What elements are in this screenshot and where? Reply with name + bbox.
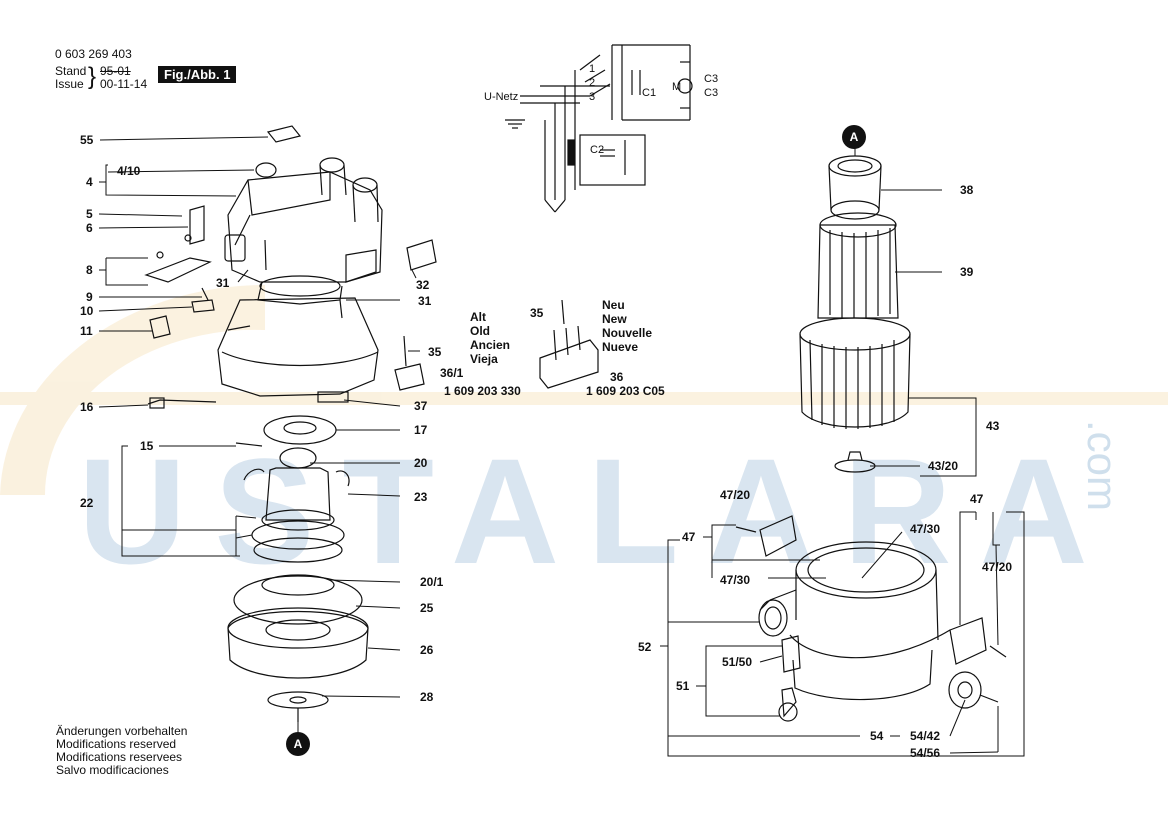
callout-4-10: 4/10	[117, 164, 141, 178]
motor-housing-assembly	[144, 125, 437, 722]
circuit-switch-2: 2	[589, 77, 596, 89]
stand-label: Stand	[55, 64, 87, 78]
callout-36-1: 36/1	[440, 366, 464, 380]
old-text-3: Vieja	[470, 352, 498, 366]
callout-32: 32	[416, 278, 430, 292]
callout-54-56: 54/56	[910, 746, 941, 760]
circuit-u-netz: U-Netz	[484, 91, 519, 103]
callout-47-right: 47	[970, 492, 984, 506]
callout-36: 36	[610, 370, 624, 384]
callout-5: 5	[86, 207, 93, 221]
callout-6: 6	[86, 221, 93, 235]
callout-43: 43	[986, 419, 1000, 433]
callout-31-right: 31	[418, 294, 432, 308]
circuit-motor: M	[672, 81, 682, 93]
brace-glyph: }	[88, 63, 97, 90]
callout-43-20: 43/20	[928, 459, 959, 473]
callout-10: 10	[80, 304, 94, 318]
old-part-number: 1 609 203 330	[444, 384, 521, 398]
new-text-1: New	[602, 312, 627, 326]
old-text-0: Alt	[470, 310, 486, 324]
callout-54-42: 54/42	[910, 729, 941, 743]
callout-31-left: 31	[216, 276, 230, 290]
circuit-c2: C2	[590, 144, 605, 156]
callout-4: 4	[86, 175, 93, 189]
callout-38: 38	[960, 183, 974, 197]
circuit-diagram	[505, 44, 693, 213]
callout-8: 8	[86, 263, 93, 277]
new-text-3: Nueve	[602, 340, 639, 354]
stand-value: 95-01	[100, 64, 131, 78]
footer-line-3: Salvo modificaciones	[56, 763, 169, 777]
callout-52: 52	[638, 640, 652, 654]
callout-9: 9	[86, 290, 93, 304]
callout-20: 20	[414, 456, 428, 470]
callout-54: 54	[870, 729, 884, 743]
circuit-switch-1: 1	[589, 63, 596, 75]
new-text-0: Neu	[602, 298, 625, 312]
issue-value: 00-11-14	[100, 77, 148, 91]
circuit-c1: C1	[642, 87, 657, 99]
callout-51: 51	[676, 679, 690, 693]
connector-a-top: A	[842, 125, 866, 149]
callout-37: 37	[414, 399, 428, 413]
callout-47-20-right: 47/20	[982, 560, 1013, 574]
circuit-c3-bottom: C3	[704, 87, 719, 99]
connector-a-bottom: A	[286, 732, 310, 756]
circuit-c3-top: C3	[704, 73, 719, 85]
callout-47-30-left: 47/30	[720, 573, 751, 587]
figure-label: Fig./Abb. 1	[158, 66, 237, 83]
container-assembly	[735, 155, 1007, 722]
circuit-switch-3: 3	[589, 91, 596, 103]
watermark-arc	[0, 285, 1168, 495]
callout-22: 22	[80, 496, 94, 510]
callout-28: 28	[420, 690, 434, 704]
part-number: 0 603 269 403	[55, 47, 132, 61]
callout-17: 17	[414, 423, 428, 437]
leader-lines	[98, 136, 1025, 757]
callout-47-30-right: 47/30	[910, 522, 941, 536]
old-text-1: Old	[470, 324, 490, 338]
switch-module	[539, 299, 599, 389]
callout-23: 23	[414, 490, 428, 504]
old-text-2: Ancien	[470, 338, 511, 352]
callout-11: 11	[80, 324, 93, 338]
callout-20-1: 20/1	[420, 575, 444, 589]
callout-39: 39	[960, 265, 974, 279]
callout-35-left: 35	[428, 345, 442, 359]
callout-25: 25	[420, 601, 434, 615]
issue-label: Issue	[55, 77, 84, 91]
watermark-text: USTALARA	[78, 427, 1116, 595]
callout-16: 16	[80, 400, 94, 414]
footer-line-1: Modifications reserved	[56, 737, 177, 751]
callout-47-20-left: 47/20	[720, 488, 751, 502]
callout-51-50: 51/50	[722, 655, 753, 669]
callout-35-right: 35	[530, 306, 544, 320]
callout-47-left: 47	[682, 530, 696, 544]
callout-26: 26	[420, 643, 434, 657]
callout-55: 55	[80, 133, 94, 147]
new-part-number: 1 609 203 C05	[586, 384, 665, 398]
footer-line-2: Modifications reservees	[56, 750, 183, 764]
footer-line-0: Änderungen vorbehalten	[56, 724, 188, 738]
callout-15: 15	[140, 439, 154, 453]
new-text-2: Nouvelle	[602, 326, 653, 340]
